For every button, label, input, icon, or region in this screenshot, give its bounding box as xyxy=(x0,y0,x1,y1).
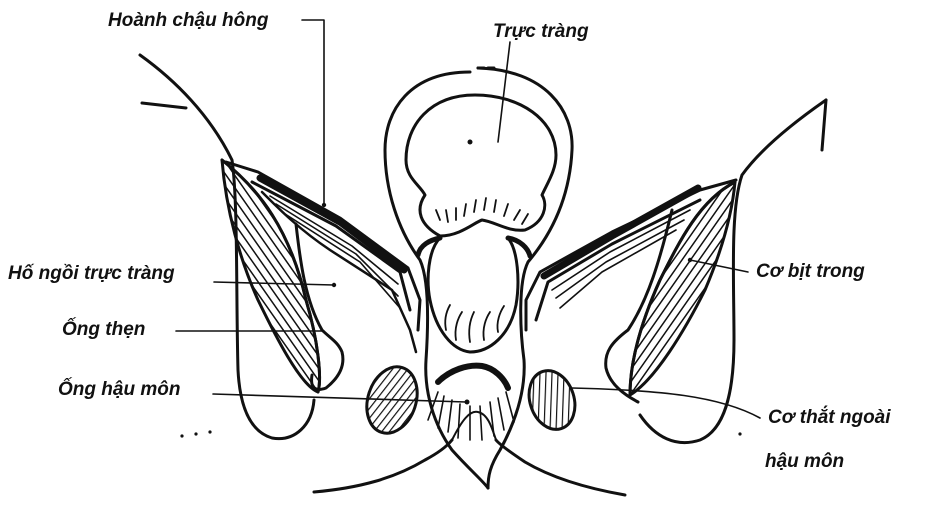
label-ischiorectal-fossa: Hố ngồi trực tràng xyxy=(8,264,175,283)
label-anal-canal: Ống hậu môn xyxy=(58,380,180,399)
label-rectum: Trực tràng xyxy=(493,22,589,41)
label-external-sphincter-line2: hậu môn xyxy=(765,452,844,471)
label-external-sphincter-line1: Cơ thắt ngoài xyxy=(768,408,891,427)
label-pudendal-canal: Ống thẹn xyxy=(62,320,145,339)
right-external-sphincter xyxy=(522,365,582,436)
label-internal-obturator: Cơ bịt trong xyxy=(756,262,865,281)
label-pelvic-diaphragm: Hoành chậu hông xyxy=(108,11,268,30)
